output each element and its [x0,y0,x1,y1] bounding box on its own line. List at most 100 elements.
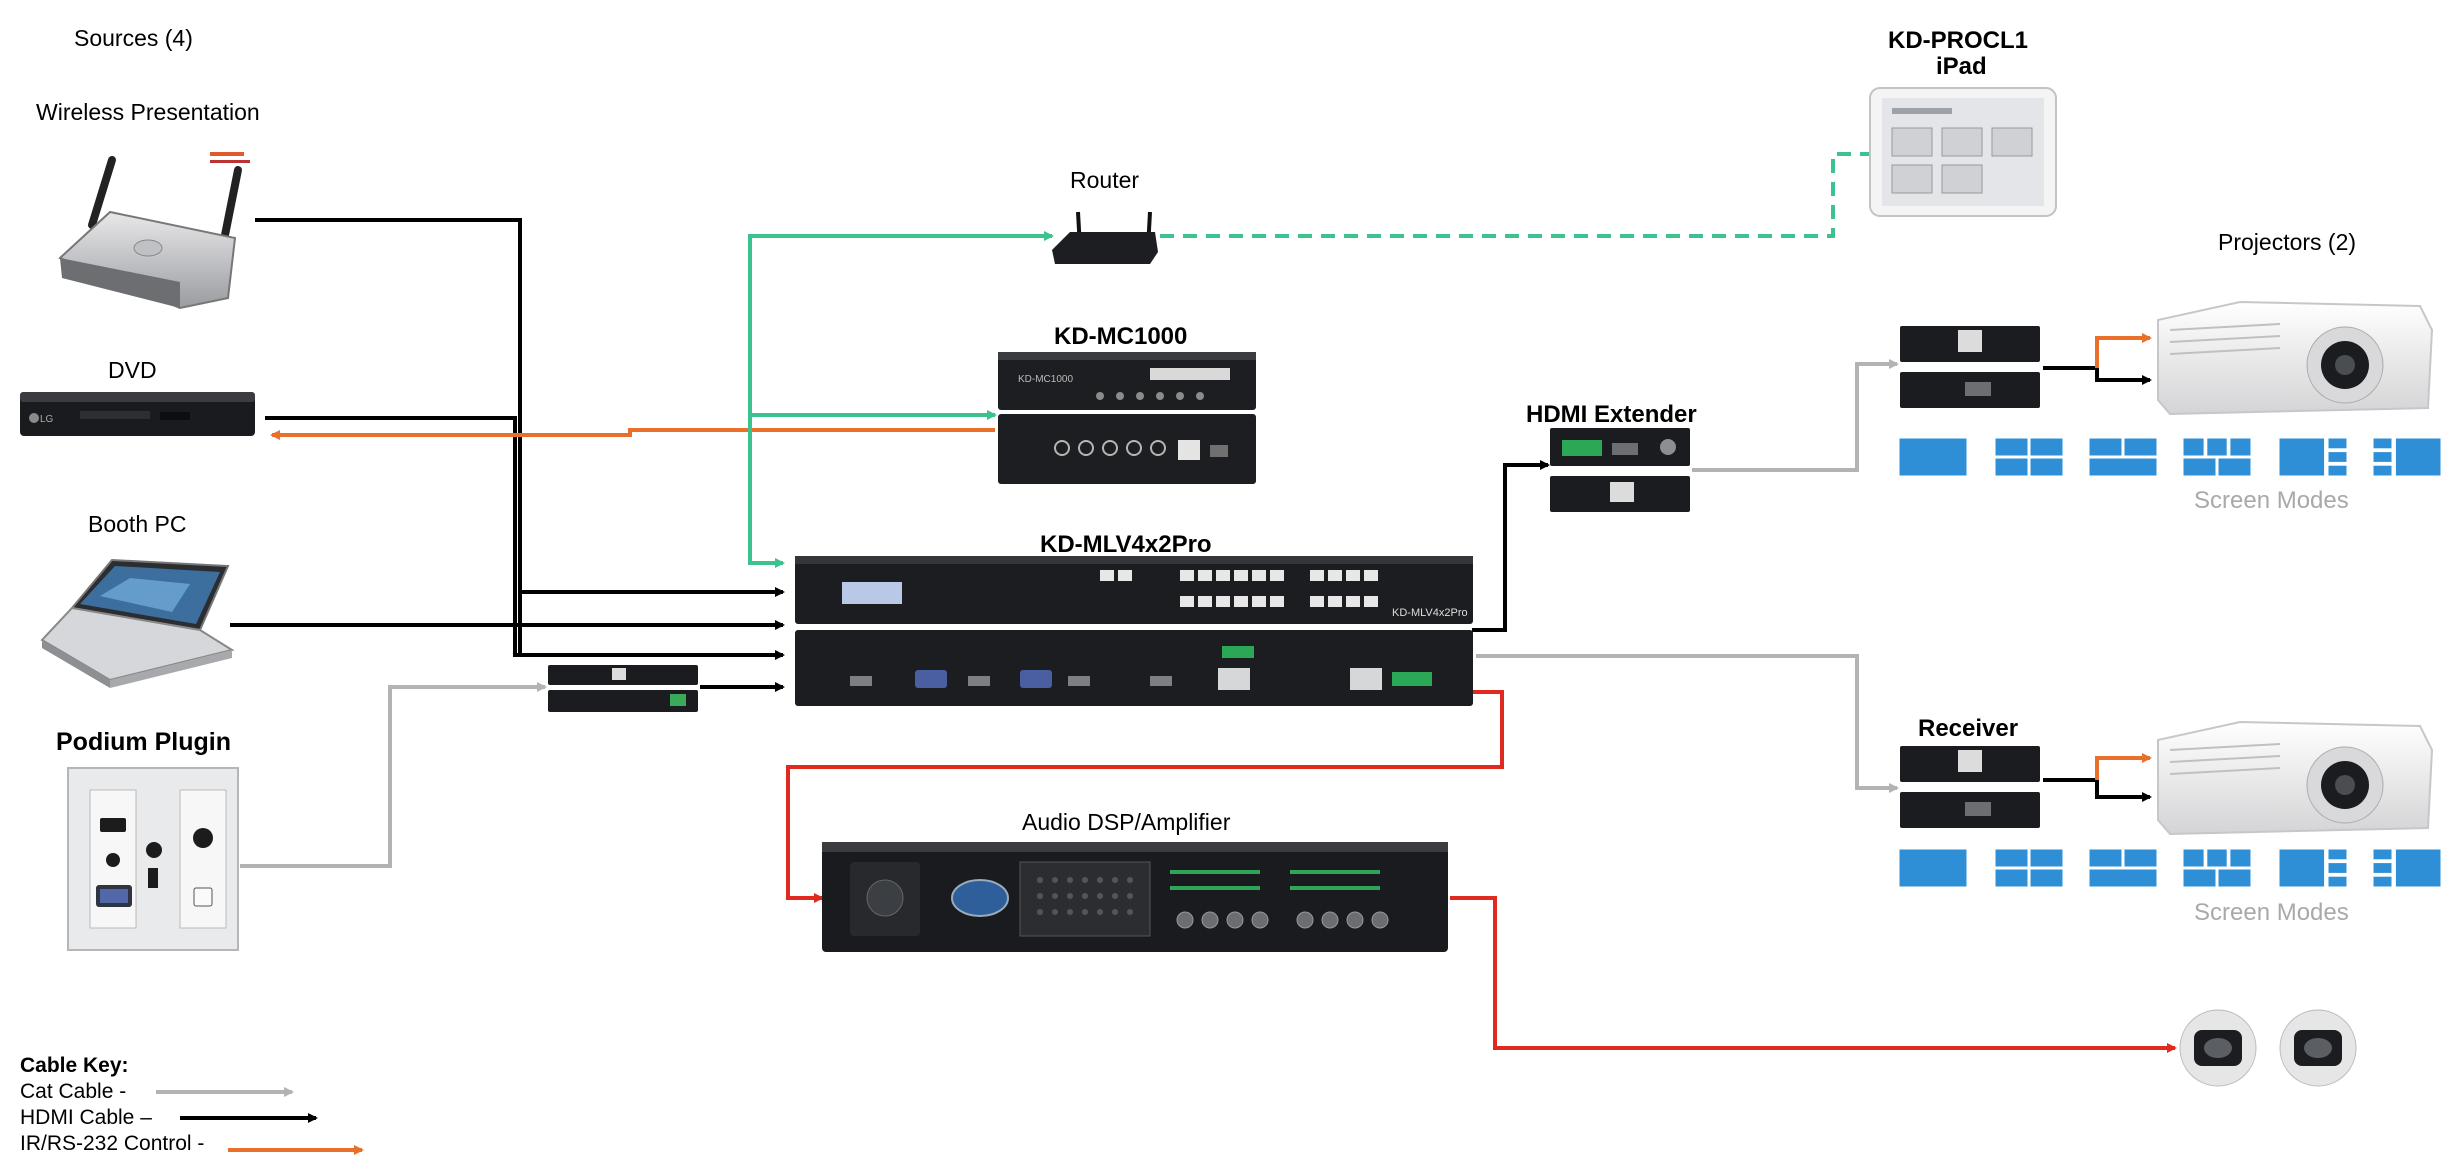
screen-mode-pane [2373,863,2392,873]
network-cable-matrix [748,550,785,568]
mc1000-panel-text: KD-MC1000 [1018,374,1073,385]
screen-modes-bottom [1899,849,2441,887]
hdmi-extender-device [1550,428,1690,512]
hdmi-cable-projector-bottom [2043,778,2152,802]
ipad-device [1869,87,2057,217]
cat-cable-bottom-projector [1476,654,1899,793]
kd-mc1000-device: KD-MC1000 [998,352,1256,484]
screen-mode-pane [2373,876,2392,887]
speaker-right [2279,1009,2357,1087]
screen-mode-pane [2030,869,2063,887]
screen-mode-pane [2030,849,2063,867]
speaker-left [2179,1009,2257,1087]
cable-key-title: Cable Key: [20,1054,129,1077]
screen-mode-tile [2279,849,2347,887]
control-cable-projector-top [2095,333,2152,368]
screen-mode-tile [1995,438,2063,476]
hdmi-cable-projector-top [2043,366,2152,385]
screen-mode-pane [2373,452,2392,462]
screen-mode-pane [1995,849,2028,867]
dvd-player-device: LG [20,392,255,436]
screen-mode-pane [2395,438,2441,476]
screen-mode-pane [2328,849,2347,860]
wifi-link-ipad [1160,152,1870,238]
cat-cable-podium [240,682,547,868]
antenna-icon [88,156,116,229]
cable-key: Cable Key: Cat Cable - HDMI Cable – IR/R… [20,1054,364,1155]
control-cable-projector-bottom [2095,753,2152,780]
screen-mode-tile [2089,849,2157,887]
screen-mode-pane [2124,438,2157,456]
screen-mode-pane [2183,849,2204,867]
cat-cable-top-projector [1692,359,1899,472]
screen-mode-tile [2279,438,2347,476]
ipad-label: iPad [1936,53,1987,80]
screen-mode-pane [2328,438,2347,449]
screen-mode-tile [2373,438,2441,476]
screen-mode-tile [2373,849,2441,887]
screen-mode-pane [2089,849,2122,867]
booth-pc-label: Booth PC [88,511,186,537]
screen-mode-tile [1899,438,1967,476]
wireless-presentation-device [58,152,250,310]
screen-mode-tile [1995,849,2063,887]
screen-mode-pane [2230,849,2251,867]
wireless-presentation-label: Wireless Presentation [36,99,260,125]
screen-mode-pane [2207,438,2227,456]
screen-modes-bottom-label: Screen Modes [2194,899,2349,926]
projector-bottom [2157,720,2434,836]
screen-mode-pane [2373,465,2392,476]
screen-mode-pane [2124,849,2157,867]
hdmi-cable-matrix-extender [1472,460,1550,632]
screen-mode-pane [2183,869,2216,887]
screen-mode-pane [2089,438,2122,456]
screen-modes-top [1899,438,2441,476]
screen-mode-pane [1995,869,2028,887]
booth-pc-laptop [40,558,235,688]
screen-mode-pane [1995,458,2028,476]
screen-mode-pane [2328,452,2347,462]
control-cable-dvd [270,428,995,440]
screen-mode-tile [2183,849,2251,887]
mlv-panel-text: KD-MLV4x2Pro [1392,607,1468,619]
screen-mode-pane [2230,438,2251,456]
screen-mode-pane [2089,458,2157,476]
mc1000-label: KD-MC1000 [1054,323,1187,350]
screen-mode-tile [2089,438,2157,476]
screen-mode-pane [2030,438,2063,456]
cable-key-control: IR/RS-232 Control - [20,1132,204,1155]
mlv-label: KD-MLV4x2Pro [1040,531,1212,558]
screen-mode-pane [2328,876,2347,887]
audio-cable-matrix-dsp [786,690,1504,903]
receiver-label: Receiver [1918,715,2018,742]
cables [230,152,2177,1053]
screen-mode-pane [2030,458,2063,476]
sources-label: Sources (4) [74,25,193,51]
hdmi-cable-wireless [255,218,785,597]
screen-mode-tile [1899,849,1967,887]
procl1-label: KD-PROCL1 [1888,27,2028,54]
podium-plugin-label: Podium Plugin [56,728,231,756]
screen-modes-top-label: Screen Modes [2194,487,2349,514]
screen-mode-pane [2395,849,2441,887]
projectors-label: Projectors (2) [2218,229,2356,255]
kd-mlv4x2pro-device: KD-MLV4x2Pro [795,556,1473,706]
screen-mode-pane [1995,438,2028,456]
cable-key-cat: Cat Cable - [20,1080,126,1103]
projector-receiver-top [1900,326,2040,408]
screen-mode-pane [2218,869,2251,887]
screen-mode-pane [2279,438,2325,476]
router-label: Router [1070,167,1139,193]
svg-text:LG: LG [40,414,54,425]
cable-key-hdmi: HDMI Cable – [20,1106,152,1129]
projector-receiver-bottom [1900,746,2040,828]
hdmi-extender-label: HDMI Extender [1526,401,1697,428]
screen-mode-tile [2183,438,2251,476]
screen-mode-pane [2279,849,2325,887]
dvd-label: DVD [108,357,157,383]
screen-mode-pane [2089,869,2157,887]
screen-mode-pane [2207,849,2227,867]
projector-top [2157,300,2434,416]
audio-cable-dsp-speakers [1450,896,2177,1053]
